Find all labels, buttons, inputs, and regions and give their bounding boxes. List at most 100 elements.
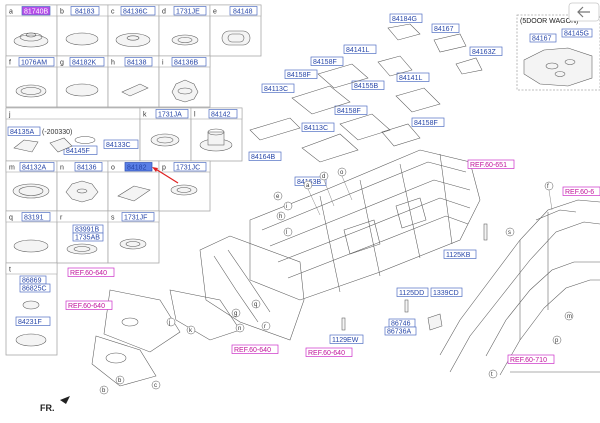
part-chip-1731je[interactable] bbox=[173, 6, 207, 16]
part-label-84182k[interactable]: 84182K bbox=[72, 60, 96, 67]
part-chip-84182[interactable] bbox=[124, 162, 153, 172]
part-chip-84182k[interactable] bbox=[69, 57, 105, 67]
part-label-84164b[interactable]: 84164B bbox=[251, 154, 275, 161]
part-chip-84136b[interactable] bbox=[171, 57, 207, 67]
part-chip-83191[interactable] bbox=[21, 212, 51, 222]
part-label-84113c-a[interactable]: 84113C bbox=[264, 86, 288, 93]
part-label-1125kb[interactable]: 1125KB bbox=[446, 252, 471, 259]
part-chip-84148[interactable] bbox=[229, 6, 258, 16]
part-label-84133c[interactable]: 84133C bbox=[106, 142, 131, 149]
part-label-84135a[interactable]: 84135A bbox=[10, 129, 34, 136]
part-label-84136b[interactable]: 84136B bbox=[174, 60, 198, 67]
part-label-86825c[interactable]: 86825C bbox=[22, 286, 47, 293]
part-label-84158f-d[interactable]: 84158F bbox=[414, 120, 438, 127]
part-label-84142[interactable]: 84142 bbox=[211, 112, 231, 119]
ref-label-60-651[interactable]: REF.60-651 bbox=[470, 162, 507, 169]
ref-label-60-710[interactable]: REF.60-710 bbox=[510, 357, 547, 364]
part-chip-1731jc[interactable] bbox=[173, 162, 207, 172]
ref-label-60-640-d[interactable]: REF.60-640 bbox=[308, 350, 345, 357]
part-label-84138[interactable]: 84138 bbox=[127, 60, 147, 67]
part-label-84132a[interactable]: 84132A bbox=[22, 165, 46, 172]
part-label-1731ja[interactable]: 1731JA bbox=[158, 112, 182, 119]
part-chip-1076am[interactable] bbox=[18, 57, 55, 67]
part-chip-86736a[interactable] bbox=[384, 326, 417, 336]
part-chip-84145g[interactable] bbox=[561, 28, 593, 38]
part-chip-1339cd[interactable] bbox=[430, 287, 463, 297]
part-label-1731jf[interactable]: 1731JF bbox=[124, 215, 147, 222]
part-chip-1125kb[interactable] bbox=[443, 249, 477, 259]
part-label-1731je[interactable]: 1731JE bbox=[176, 9, 200, 16]
part-chip-84136c[interactable] bbox=[120, 6, 156, 16]
part-label-84183[interactable]: 84183 bbox=[75, 9, 95, 16]
part-label-1731jc[interactable]: 1731JC bbox=[176, 165, 200, 172]
part-label-86736a[interactable]: 86736A bbox=[387, 329, 411, 336]
part-chip-84183[interactable] bbox=[70, 6, 100, 16]
ref-chip-60-640-c[interactable] bbox=[231, 344, 279, 354]
part-label-84145g[interactable]: 84145G bbox=[564, 31, 589, 38]
ref-chip-60-640-b[interactable] bbox=[65, 300, 113, 310]
part-label-84136c[interactable]: 84136C bbox=[123, 9, 148, 16]
part-label-84148[interactable]: 84148 bbox=[233, 9, 253, 16]
part-label-84182[interactable]: 84182 bbox=[127, 165, 147, 172]
part-chip-1125dd[interactable] bbox=[396, 287, 429, 297]
ref-label-60-640-b[interactable]: REF.60-640 bbox=[68, 303, 105, 310]
part-label-84141l-a[interactable]: 84141L bbox=[346, 47, 369, 54]
part-chip-84231f[interactable] bbox=[15, 316, 51, 326]
part-chip-84167[interactable] bbox=[431, 23, 460, 33]
part-chip-84145f[interactable] bbox=[63, 145, 98, 155]
part-chip-84155b[interactable] bbox=[351, 80, 385, 90]
part-chip-1731ja[interactable] bbox=[155, 109, 189, 119]
part-chip-1731jf[interactable] bbox=[121, 212, 155, 222]
part-label-84145f[interactable]: 84145F bbox=[66, 148, 90, 155]
part-chip-84158f-b[interactable] bbox=[284, 69, 318, 79]
part-label-84158f-c[interactable]: 84158F bbox=[337, 108, 361, 115]
part-label-83991b[interactable]: 83991B bbox=[75, 227, 99, 234]
ref-chip-60-651[interactable] bbox=[467, 159, 515, 169]
part-label-84184g[interactable]: 84184G bbox=[392, 16, 417, 23]
ref-chip-60-640-d[interactable] bbox=[305, 347, 353, 357]
part-chip-84158f-c[interactable] bbox=[334, 105, 368, 115]
part-label-81740b[interactable]: 81740B bbox=[24, 9, 48, 16]
part-chip-84133c[interactable] bbox=[103, 139, 139, 149]
part-chip-84135a[interactable] bbox=[7, 126, 41, 136]
part-label-84167-wagon[interactable]: 84167 bbox=[532, 36, 552, 43]
part-label-86869[interactable]: 86869 bbox=[22, 278, 42, 285]
ref-label-60-640-a[interactable]: REF.60-640 bbox=[70, 270, 107, 277]
ref-chip-60-710[interactable] bbox=[507, 354, 555, 364]
part-label-84141l-b[interactable]: 84141L bbox=[399, 75, 422, 82]
part-label-84158f-b[interactable]: 84158F bbox=[287, 72, 311, 79]
part-label-84158f-a[interactable]: 84158F bbox=[313, 59, 337, 66]
part-chip-84113c-a[interactable] bbox=[261, 83, 295, 93]
part-chip-84141l-b[interactable] bbox=[396, 72, 430, 82]
part-label-1129ew[interactable]: 1129EW bbox=[332, 337, 359, 344]
part-label-84231f[interactable]: 84231F bbox=[18, 319, 42, 326]
part-chip-81740b[interactable] bbox=[21, 6, 51, 16]
part-label-84163z[interactable]: 84163Z bbox=[472, 49, 496, 56]
part-chip-84167-wagon[interactable] bbox=[529, 33, 557, 43]
part-chip-84163z[interactable] bbox=[469, 46, 503, 56]
part-label-84136[interactable]: 84136 bbox=[77, 165, 97, 172]
part-chip-84141l-a[interactable] bbox=[343, 44, 377, 54]
part-chip-84184g[interactable] bbox=[389, 13, 423, 23]
part-label-86746[interactable]: 86746 bbox=[391, 321, 411, 328]
ref-chip-60-6[interactable] bbox=[562, 186, 600, 196]
part-label-1125dd[interactable]: 1125DD bbox=[399, 290, 424, 297]
part-chip-84132a[interactable] bbox=[19, 162, 55, 172]
part-label-83191[interactable]: 83191 bbox=[24, 215, 44, 222]
part-chip-84138[interactable] bbox=[124, 57, 153, 67]
part-label-84155b[interactable]: 84155B bbox=[354, 83, 378, 90]
part-label-1076am[interactable]: 1076AM bbox=[21, 60, 47, 67]
part-chip-84113c-b[interactable] bbox=[301, 122, 335, 132]
part-chip-84136[interactable] bbox=[74, 162, 103, 172]
part-chip-84158f-d[interactable] bbox=[411, 117, 445, 127]
part-chip-1129ew[interactable] bbox=[329, 334, 364, 344]
part-chip-86825c[interactable] bbox=[19, 283, 51, 293]
part-label-84113c-b[interactable]: 84113C bbox=[304, 125, 328, 132]
part-label-84167[interactable]: 84167 bbox=[434, 26, 454, 33]
part-label-1735ab[interactable]: 1735AB bbox=[75, 235, 100, 242]
part-chip-84158f-a[interactable] bbox=[310, 56, 344, 66]
part-chip-84142[interactable] bbox=[208, 109, 238, 119]
ref-label-60-6[interactable]: REF.60-6 bbox=[565, 189, 594, 196]
ref-label-60-640-c[interactable]: REF.60-640 bbox=[234, 347, 271, 354]
part-label-1339cd[interactable]: 1339CD bbox=[433, 290, 459, 297]
